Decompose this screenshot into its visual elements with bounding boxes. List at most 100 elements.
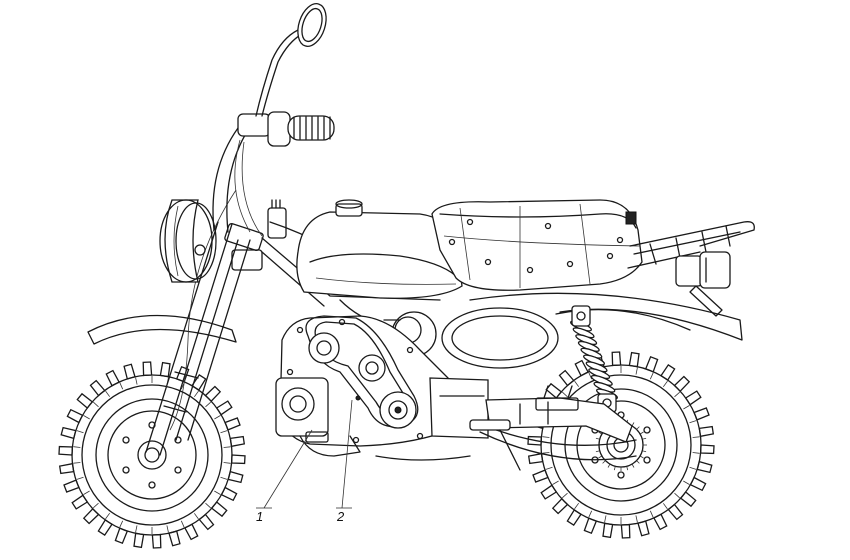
tire-sidewall-mark — [574, 380, 580, 387]
tire-sidewall-mark — [223, 462, 231, 464]
tire-tread-block — [159, 361, 171, 378]
hub-bolt — [643, 456, 651, 464]
tire-sidewall-mark — [166, 525, 169, 533]
tire-sidewall-mark — [562, 492, 568, 499]
hub-bolt — [122, 436, 130, 444]
tire-tread-block — [566, 508, 582, 526]
tire-sidewall-mark — [83, 415, 90, 420]
tire-tread-block — [527, 452, 544, 465]
tire-sidewall-mark — [83, 490, 90, 495]
engine-bolt — [286, 368, 294, 376]
tire-tread-block — [660, 364, 676, 382]
tire-tread-block — [620, 523, 631, 539]
tire-sidewall-mark — [105, 390, 111, 397]
hub-bolt — [122, 466, 130, 474]
engine-bolt — [296, 326, 304, 334]
tire-sidewall-mark — [205, 401, 211, 408]
rear-wheel — [527, 351, 715, 539]
tire-tread-block — [673, 375, 691, 393]
tire-sidewall-mark — [214, 415, 221, 420]
hub-bolt — [148, 481, 156, 489]
tire-sidewall-mark — [135, 377, 138, 385]
sprocket-tooth — [626, 466, 629, 471]
seat-rivet — [448, 238, 456, 246]
tire-sidewall-mark — [662, 503, 668, 510]
hub-bolt — [174, 466, 182, 474]
tire-tread-block — [71, 494, 89, 510]
callout-2: 2 — [336, 399, 353, 524]
tire-sidewall-mark — [220, 476, 228, 480]
callout-2-label: 2 — [336, 509, 345, 524]
tire-tread-block — [76, 392, 94, 409]
sprocket-tooth — [602, 460, 606, 464]
rear-shock — [570, 305, 618, 413]
tire-sidewall-mark — [135, 525, 138, 533]
sprocket-tooth — [607, 463, 611, 468]
sprocket-tooth — [642, 450, 647, 453]
tire-sidewall-mark — [552, 480, 559, 485]
hub-bolt — [643, 426, 651, 434]
tire-sidewall-mark — [105, 512, 111, 520]
tire-sidewall-mark — [76, 430, 84, 434]
tire-sidewall-mark — [683, 480, 690, 485]
tire-sidewall-mark — [674, 391, 680, 398]
tire-sidewall-mark — [689, 420, 697, 424]
tire-sidewall-mark — [662, 380, 668, 388]
seat-rivet — [544, 222, 552, 230]
tire-tread-block — [133, 532, 145, 549]
front-wheel — [58, 361, 246, 549]
side-oval-cover — [441, 307, 559, 369]
tire-tread-block — [151, 533, 162, 549]
sprocket-tooth — [595, 437, 600, 440]
tail-light — [675, 251, 731, 317]
engine-bolt — [406, 346, 414, 354]
seat-rivet — [526, 266, 534, 274]
sprocket-tooth — [631, 422, 635, 427]
tire-tread-block — [602, 522, 614, 539]
tire-sidewall-mark — [692, 436, 700, 438]
tire-tread-block — [204, 385, 222, 403]
sprocket-tooth — [636, 460, 640, 464]
tire-tread-block — [82, 507, 100, 525]
tire-sidewall-mark — [93, 502, 99, 509]
tire-sidewall-mark — [588, 510, 593, 518]
tire-tread-block — [679, 491, 697, 508]
headlight — [159, 199, 217, 283]
tire-tread-block — [667, 503, 684, 521]
front-fork — [145, 189, 264, 456]
tire-sidewall-mark — [93, 401, 99, 408]
engine-bolt — [352, 436, 360, 444]
rear-fender — [469, 292, 743, 341]
handlebar-assembly — [212, 3, 335, 237]
grip-body — [287, 115, 335, 141]
tire-tread-block — [684, 390, 702, 406]
tire-tread-block — [215, 400, 233, 416]
tire-tread-block — [699, 444, 715, 455]
footpeg — [469, 419, 521, 471]
tire-tread-block — [698, 425, 715, 438]
tire-sidewall-mark — [180, 520, 185, 528]
sprocket-tooth — [595, 450, 600, 453]
callout-1-label: 1 — [256, 509, 263, 524]
tire-tread-block — [142, 361, 153, 377]
tire-tread-block — [611, 351, 622, 367]
tire-sidewall-mark — [683, 405, 690, 410]
tire-sidewall-mark — [649, 510, 654, 518]
tire-sidewall-mark — [635, 515, 638, 523]
tire-sidewall-mark — [205, 502, 211, 509]
tire-tread-block — [558, 369, 575, 387]
tire-tread-block — [89, 379, 106, 397]
tire-sidewall-mark — [193, 390, 199, 398]
sprocket-tooth — [598, 431, 603, 435]
engine — [275, 315, 489, 461]
tire-sidewall-mark — [604, 515, 607, 523]
tire-tread-block — [551, 497, 569, 515]
tire-sidewall-mark — [674, 492, 680, 499]
seat-rivet — [484, 258, 492, 266]
engine-bolt — [416, 432, 424, 440]
tire-tread-block — [58, 462, 75, 475]
seat-rivet — [566, 260, 574, 268]
tire-sidewall-mark — [542, 436, 550, 438]
tire-sidewall-mark — [73, 462, 81, 464]
